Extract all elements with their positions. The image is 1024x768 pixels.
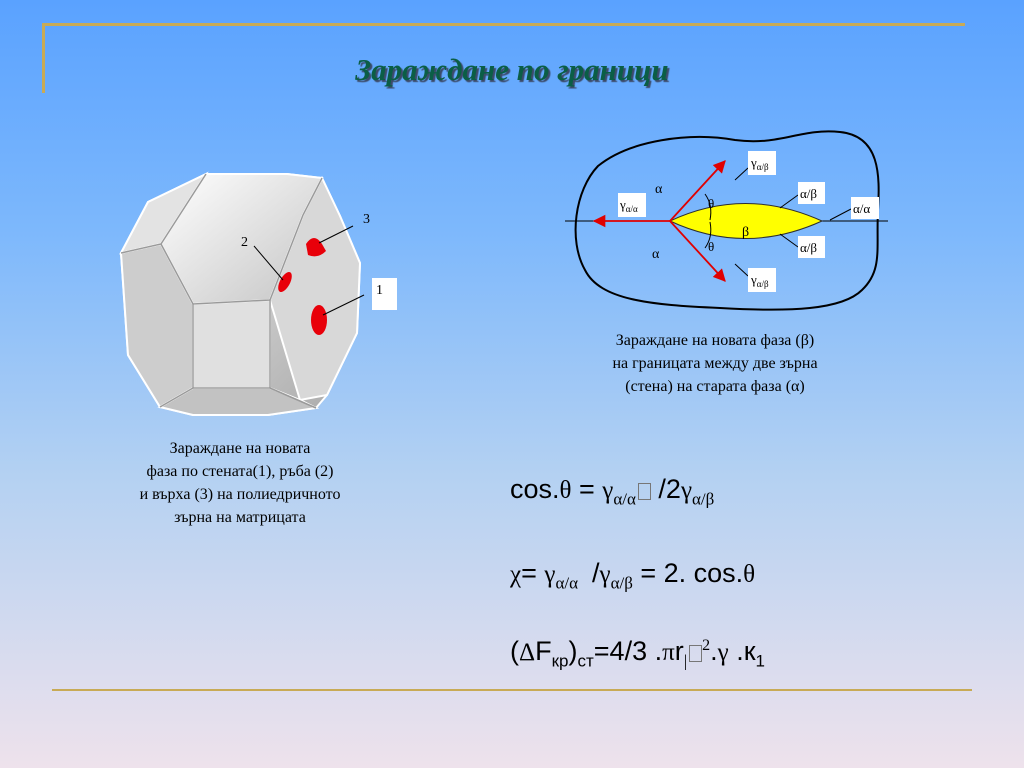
label-box-gamma-ab-bottom [748,268,776,292]
left-caption-line: Зараждане на новата [169,440,311,457]
right-caption: Зараждане на новата фаза (β) на границат… [570,329,860,398]
right-caption-line: (стена) на старата фаза (α) [625,378,805,395]
alpha-bottom-label: α [652,247,660,262]
nucleus-face-marker [311,305,327,335]
beta-label: β [742,225,749,240]
nucleus-edge-marker [278,272,292,292]
label-box-1 [372,278,397,310]
alpha-top-label: α [655,182,663,197]
beta-lens [668,203,824,239]
label-leader-3 [318,225,354,244]
leader-ab-bottom [734,263,749,277]
label-leader-1 [322,294,365,316]
label-leader-2 [253,245,284,281]
label-box-gamma-aa-left [618,193,646,217]
missing-glyph-box [689,645,703,662]
right-caption-line: Зараждане на новата фаза (β) [615,332,815,349]
formula-cos-theta: cos.θ = γα/α /2γα/β [510,474,715,509]
arrow-gamma-ab-down [669,220,726,282]
theta-bottom-label: θ [708,239,714,254]
label-1: 1 [376,283,383,298]
ab-upper-label: α/β [800,186,817,201]
label-box-gamma-ab-top [748,151,776,175]
leader-ab-lower [779,233,799,248]
top-rule [42,23,965,26]
formula-chi: χ= γα/α/γα/β = 2. cos.θ [510,558,756,593]
formula-delta-f: (ΔFкр)ст=4/3 .πr|2.γ .к1 [510,636,765,671]
left-caption: Зараждане на новата фаза по стената(1), … [100,437,380,529]
leader-ab-upper [779,194,799,209]
label-box-aa-right [851,197,879,219]
gamma-ab-bottom-label: γα/β [750,272,769,289]
missing-glyph-box [637,483,651,500]
polyhedron-edge [269,387,317,409]
polyhedron-edge [120,173,207,254]
theta-top-label: θ [708,196,714,211]
polyhedron-edge [159,387,194,408]
leader-aa-right [829,208,852,221]
nucleus-vertex-marker [306,238,326,257]
theta-arc-bottom [704,221,712,249]
label-box-ab-upper [798,182,825,204]
gamma-aa-left-label: γα/α [619,197,638,214]
slide-title: Зараждане по граници [355,52,669,87]
left-caption-line: фаза по стената(1), ръба (2) [146,463,334,480]
label-2: 2 [241,235,248,250]
left-rule [42,23,45,93]
right-caption-line: на границата между две зърна [612,355,818,372]
left-caption-line: и върха (3) на полиедричното [139,486,341,503]
gamma-ab-top-label: γα/β [750,155,769,172]
bottom-rule [52,689,972,691]
aa-right-label: α/α [853,201,870,216]
polyhedron-edge [192,300,271,389]
theta-arc-top [704,193,712,221]
grain-outline [574,130,880,311]
label-box-ab-lower [798,236,825,258]
leader-ab-top [734,167,749,181]
ab-lower-label: α/β [800,240,817,255]
left-caption-line: зърна на матрицата [174,509,306,526]
arrow-gamma-ab-up [669,160,726,222]
label-3: 3 [363,212,370,227]
